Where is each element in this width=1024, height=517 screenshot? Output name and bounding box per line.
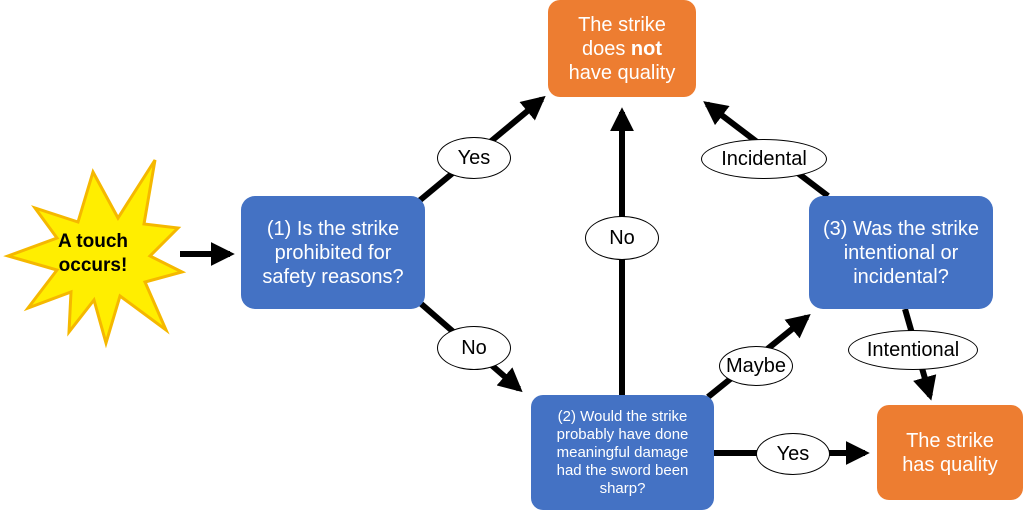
start-label: A touch occurs! — [57, 231, 128, 276]
burst-star-icon — [3, 159, 187, 349]
edge-label-q3-incidental: Incidental — [701, 139, 827, 179]
edge-label-q2-maybe: Maybe — [719, 346, 793, 386]
question-2-text: (2) Would the strike probably have done … — [556, 407, 689, 497]
question-2-box: (2) Would the strike probably have done … — [531, 395, 714, 510]
edge-label-q3-intentional: Intentional — [848, 330, 978, 370]
outcome-has-quality-box: The strike has quality — [877, 405, 1023, 500]
outcome-has-quality-text: The strike has quality — [902, 429, 998, 476]
question-3-text: (3) Was the strike intentional or incide… — [823, 217, 979, 288]
question-1-box: (1) Is the strike prohibited for safety … — [241, 196, 425, 309]
question-1-text: (1) Is the strike prohibited for safety … — [262, 217, 404, 288]
edge-label-q1-yes: Yes — [437, 137, 511, 179]
question-3-box: (3) Was the strike intentional or incide… — [809, 196, 993, 309]
edge-label-q2-yes: Yes — [756, 433, 830, 475]
edge-label-q1-no: No — [437, 326, 511, 370]
edge-label-q2-no: No — [585, 216, 659, 260]
emphasis-not: not — [630, 37, 663, 60]
